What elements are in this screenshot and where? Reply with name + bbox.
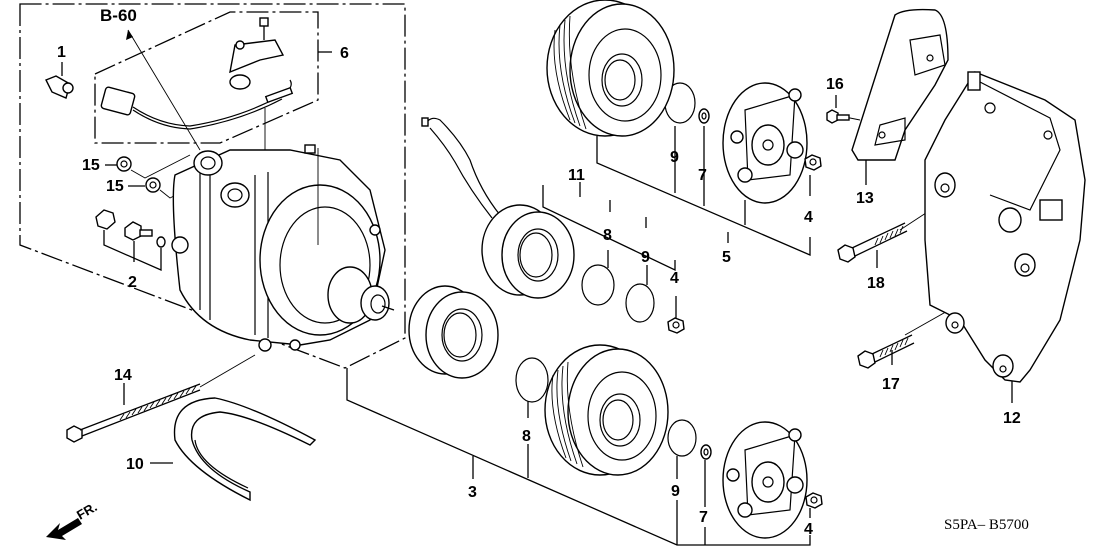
diagram-code: S5PA– B5700 <box>944 517 1029 533</box>
callout-18[interactable]: 18 <box>867 275 885 292</box>
valve-cap-icon <box>95 209 116 230</box>
callout-8-lower[interactable]: 8 <box>522 428 531 445</box>
bolt-16-part[interactable] <box>826 109 850 124</box>
long-bolt-part[interactable] <box>66 354 256 443</box>
compressor-body[interactable] <box>171 144 395 352</box>
shim-icon <box>700 444 712 460</box>
callout-12[interactable]: 12 <box>1003 410 1021 427</box>
bolt-17-part[interactable] <box>857 334 915 369</box>
nut-4-mid[interactable] <box>667 317 685 334</box>
pressure-plate-upper[interactable] <box>722 82 808 204</box>
nut-icon <box>804 154 822 171</box>
callout-2[interactable]: 2 <box>128 274 137 291</box>
callout-9-top[interactable]: 9 <box>670 149 679 166</box>
snap-ring-icon <box>625 283 655 323</box>
callout-9-mid[interactable]: 9 <box>641 249 650 266</box>
relief-valve-group[interactable] <box>95 209 166 271</box>
callout-10[interactable]: 10 <box>126 456 144 473</box>
harness-connector-icon <box>100 86 136 116</box>
callout-4-top[interactable]: 4 <box>804 209 813 226</box>
pulley-lower[interactable] <box>544 344 669 476</box>
snap-ring-icon <box>581 264 615 306</box>
nut-4-bottom[interactable] <box>805 492 823 509</box>
snap-ring-icon <box>515 357 549 403</box>
nut-4-top[interactable] <box>804 154 822 171</box>
callout-14[interactable]: 14 <box>114 367 132 384</box>
bolt-18-part[interactable] <box>837 222 908 263</box>
callout-lines <box>346 95 1046 546</box>
reference-arrow-line <box>127 29 201 151</box>
callout-7-top[interactable]: 7 <box>698 167 707 184</box>
field-coil-upper[interactable] <box>421 117 575 299</box>
pulley-upper[interactable] <box>546 0 675 137</box>
callout-13[interactable]: 13 <box>856 190 874 207</box>
callout-15-lower[interactable]: 15 <box>106 178 124 195</box>
shim-upper[interactable] <box>698 108 710 124</box>
reference-label[interactable]: B-60 <box>100 6 137 25</box>
compressor-bracket-part[interactable] <box>924 71 1086 383</box>
reference-b60[interactable]: B-60 <box>100 6 201 151</box>
bolt-head-icon <box>66 425 83 443</box>
nut-icon <box>805 492 823 509</box>
field-coil-lower[interactable] <box>408 285 499 379</box>
belt-icon <box>173 397 317 502</box>
snap-ring-icon <box>667 419 697 457</box>
bolt-icon <box>857 350 876 369</box>
callout-3[interactable]: 3 <box>468 484 477 501</box>
callout-1[interactable]: 1 <box>57 44 66 61</box>
callout-7-bottom[interactable]: 7 <box>699 509 708 526</box>
nut-icon <box>667 317 685 334</box>
o-ring-icon <box>156 236 166 248</box>
snap-ring-upper-8[interactable] <box>581 264 615 306</box>
front-arrow-icon <box>46 518 82 540</box>
bolt-icon <box>837 244 856 263</box>
nut-15-upper[interactable] <box>105 154 191 179</box>
callout-6[interactable]: 6 <box>340 45 349 62</box>
callout-17[interactable]: 17 <box>882 376 900 393</box>
shim-icon <box>698 108 710 124</box>
callout-9-bottom[interactable]: 9 <box>671 483 680 500</box>
callout-5[interactable]: 5 <box>722 249 731 266</box>
snap-ring-lower-8[interactable] <box>515 357 549 403</box>
snap-ring-upper-9[interactable] <box>625 283 655 323</box>
callout-labels: 1 2 3 4 4 4 5 6 7 7 8 8 9 9 9 10 11 12 1… <box>57 44 1021 538</box>
callout-4-mid[interactable]: 4 <box>670 270 679 287</box>
compressor-assembly-frame <box>19 3 406 369</box>
sensor-harness-group[interactable] <box>94 11 332 160</box>
nut-icon <box>116 156 132 172</box>
callout-15-upper[interactable]: 15 <box>82 157 100 174</box>
callout-16[interactable]: 16 <box>826 76 844 93</box>
callout-4-bottom[interactable]: 4 <box>804 521 813 538</box>
front-direction-indicator: FR. <box>46 499 100 540</box>
reference-arrow-head <box>126 30 133 40</box>
shim-lower[interactable] <box>700 444 712 460</box>
callout-8-upper[interactable]: 8 <box>603 227 612 244</box>
snap-ring-bottom-9[interactable] <box>667 419 697 457</box>
drive-belt-part[interactable] <box>150 397 317 502</box>
callout-11[interactable]: 11 <box>568 167 585 184</box>
nut-icon <box>145 177 161 193</box>
clip-part[interactable] <box>45 62 74 99</box>
bracket-plate-part[interactable] <box>851 8 949 161</box>
nut-15-lower[interactable] <box>128 177 206 199</box>
pressure-plate-lower[interactable] <box>722 421 808 539</box>
valve-body-icon <box>124 221 142 241</box>
